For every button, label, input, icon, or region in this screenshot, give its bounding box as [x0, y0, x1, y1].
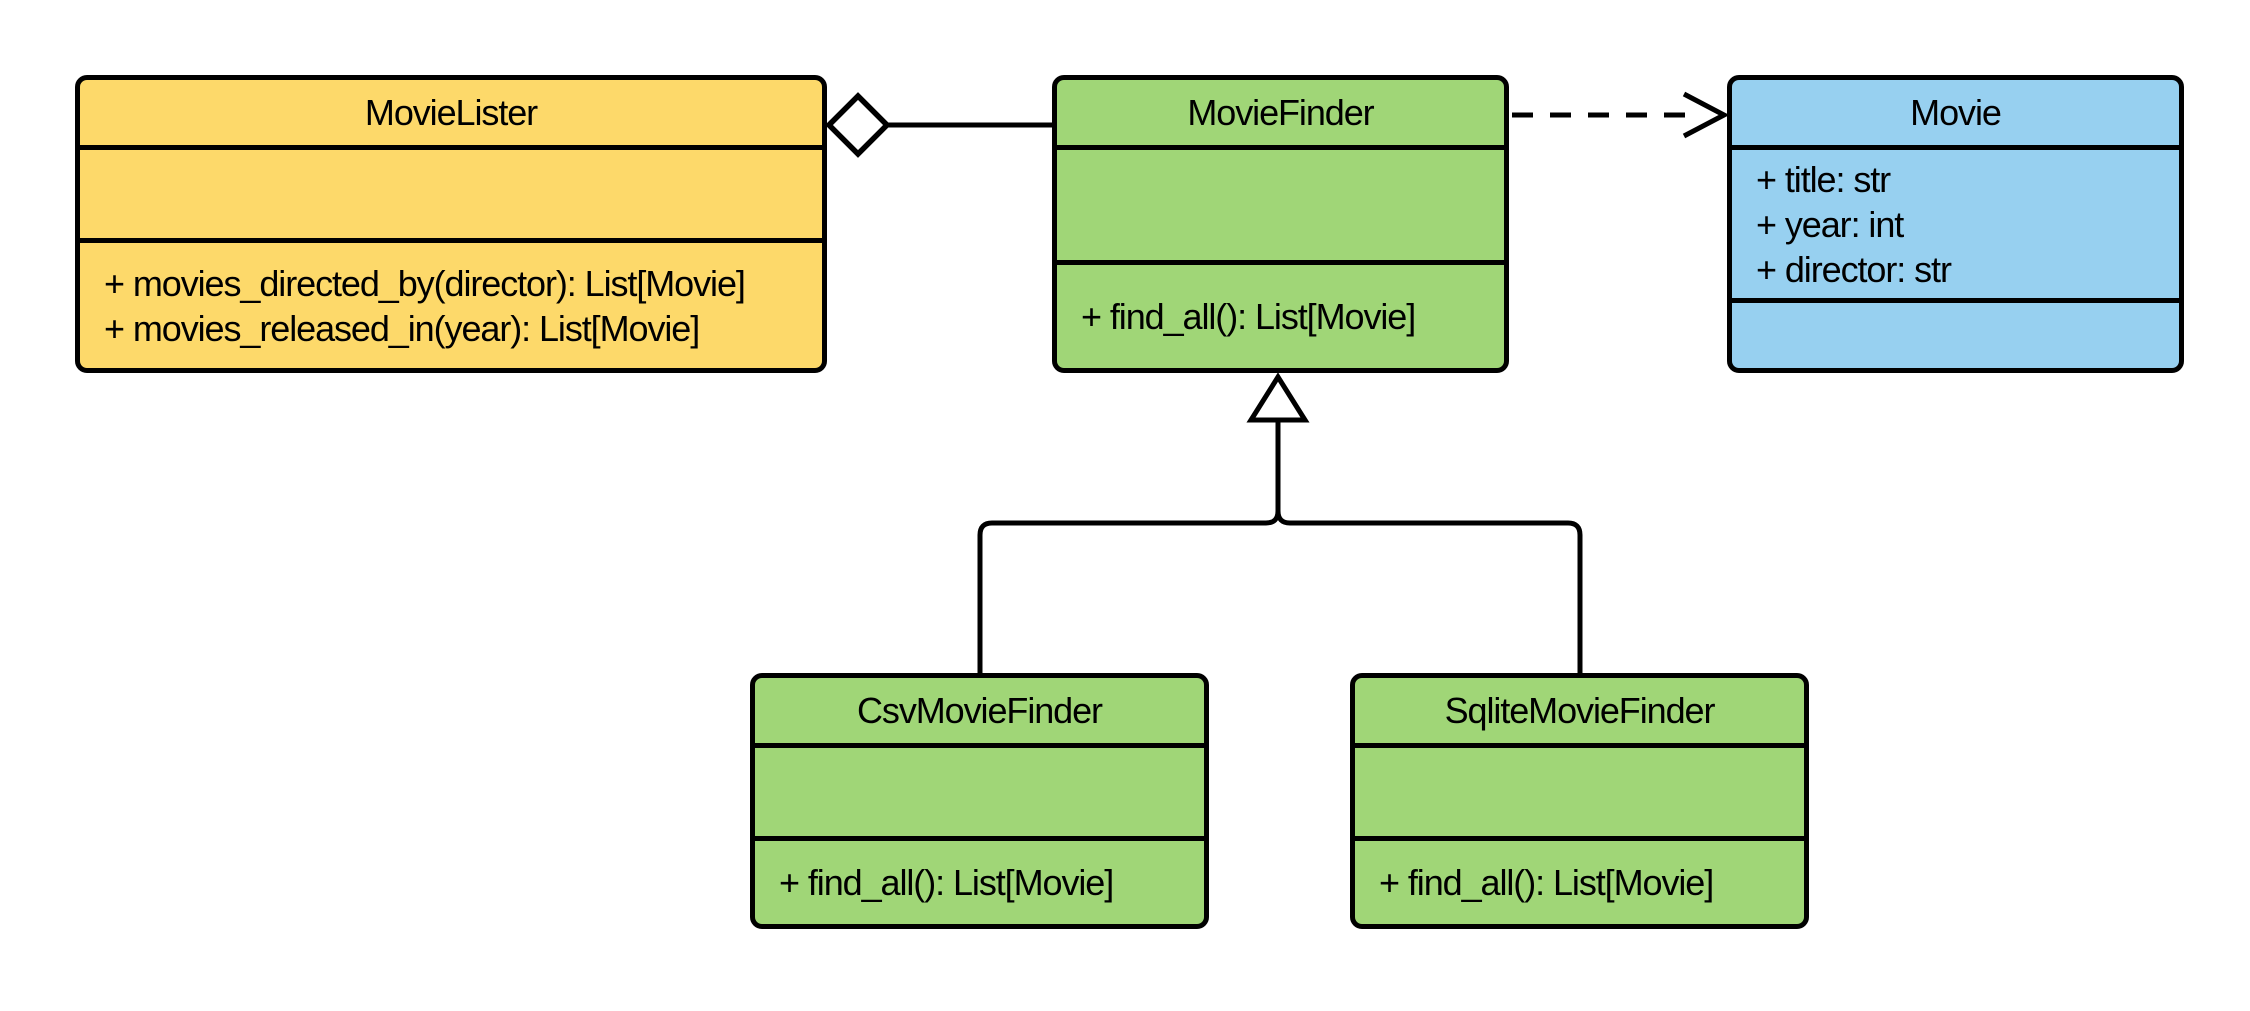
method-line: + find_all(): List[Movie] — [1379, 862, 1714, 903]
inheritance-edges-to-moviefinder — [977, 372, 1583, 676]
inheritance-edge-csvmoviefinder — [977, 420, 1281, 676]
class-box-moviefinder: MovieFinder + find_all(): List[Movie] — [1052, 75, 1509, 373]
method-line: + find_all(): List[Movie] — [779, 862, 1114, 903]
method-line: + movies_directed_by(director): List[Mov… — [104, 262, 746, 304]
attributes-section-moviefinder — [1057, 145, 1504, 260]
inheritance-triangle-icon — [1246, 372, 1310, 423]
aggregation-edge-movielister-moviefinder — [825, 92, 1054, 158]
attribute-line: + year: int — [1756, 203, 1904, 245]
dependency-edge-moviefinder-movie — [1512, 91, 1730, 139]
methods-section-movie — [1732, 298, 2179, 368]
class-title-movie: Movie — [1910, 91, 2002, 133]
class-box-movielister: MovieLister + movies_directed_by(directo… — [75, 75, 827, 373]
attributes-section-movielister — [80, 145, 822, 238]
class-box-csvmoviefinder: CsvMovieFinder + find_all(): List[Movie] — [750, 673, 1209, 929]
class-box-movie: Movie + title: str + year: int + directo… — [1727, 75, 2184, 373]
inheritance-edge-sqlitemoviefinder — [1275, 420, 1583, 676]
attribute-line: + title: str — [1756, 158, 1891, 200]
methods-section-csvmoviefinder: + find_all(): List[Movie] — [755, 836, 1204, 924]
attributes-section-movie: + title: str + year: int + director: str — [1732, 145, 2179, 298]
method-line: + find_all(): List[Movie] — [1081, 296, 1416, 337]
attribute-line: + director: str — [1756, 248, 1952, 290]
methods-section-moviefinder: + find_all(): List[Movie] — [1057, 260, 1504, 368]
dependency-open-arrowhead-icon — [1682, 91, 1730, 139]
aggregation-diamond-icon — [825, 92, 891, 158]
attributes-section-csvmoviefinder — [755, 743, 1204, 836]
class-title-movielister: MovieLister — [364, 91, 538, 133]
methods-section-sqlitemoviefinder: + find_all(): List[Movie] — [1355, 836, 1804, 924]
class-title-csvmoviefinder: CsvMovieFinder — [857, 689, 1103, 731]
class-title-sqlitemoviefinder: SqliteMovieFinder — [1444, 689, 1716, 731]
attributes-section-sqlitemoviefinder — [1355, 743, 1804, 836]
class-box-sqlitemoviefinder: SqliteMovieFinder + find_all(): List[Mov… — [1350, 673, 1809, 929]
method-line: + movies_released_in(year): List[Movie] — [104, 307, 700, 349]
class-title-moviefinder: MovieFinder — [1187, 91, 1374, 133]
methods-section-movielister: + movies_directed_by(director): List[Mov… — [80, 238, 822, 368]
